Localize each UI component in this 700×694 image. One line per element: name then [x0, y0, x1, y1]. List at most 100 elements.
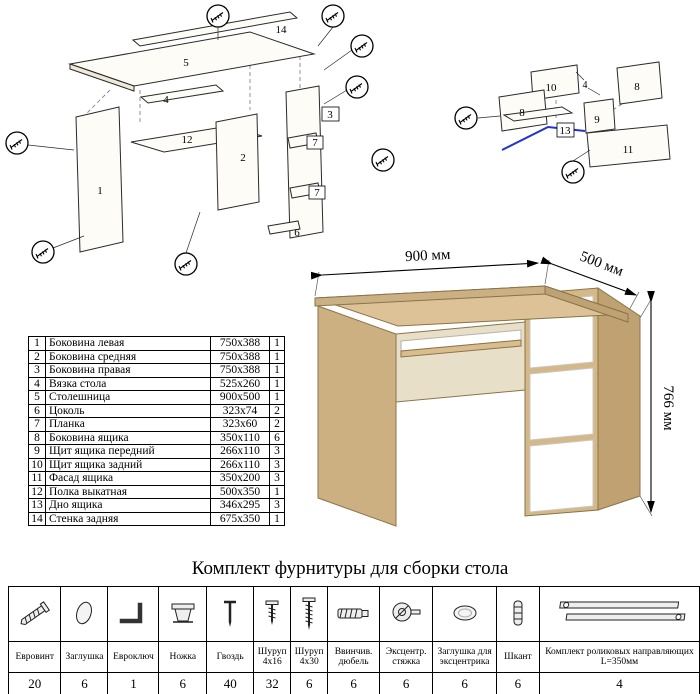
part-label-5: 5 — [183, 57, 189, 69]
euroscrew-icon — [20, 601, 50, 626]
hexkey-icon — [120, 602, 143, 624]
screw-4x16-icon — [265, 600, 279, 625]
part-drawer-facade — [586, 124, 671, 168]
exploded-diagrams: 14 5 4 12 2 1 3 7 7 6 — [0, 0, 671, 312]
hardware-qty: 6 — [432, 672, 497, 694]
part-label-10: 10 — [546, 82, 558, 94]
part-label-12: 12 — [182, 134, 193, 146]
part-left-panel — [75, 106, 124, 253]
part-label-11: 11 — [623, 144, 634, 156]
fastener-callout — [32, 241, 54, 263]
hardware-name: Заглушка — [60, 641, 109, 673]
part-label-4: 4 — [163, 94, 169, 106]
hardware-qty: 20 — [7, 672, 62, 694]
dim-arrow-depth — [540, 256, 638, 296]
part-back-wall — [131, 11, 299, 47]
dim-label-width: 900 мм — [405, 247, 452, 265]
drawer-front-3 — [529, 439, 594, 513]
hardware-qty: 6 — [290, 672, 329, 694]
fastener-callout — [6, 132, 28, 154]
hardware-name: Ввинчив. дюбель — [327, 641, 380, 673]
part-label-3: 3 — [327, 109, 333, 121]
part-label-1: 1 — [97, 185, 103, 197]
hardware-name: Ножка — [158, 641, 208, 673]
dim-label-depth: 500 мм — [577, 249, 625, 280]
part-drawer-side-left — [498, 89, 548, 132]
part-label-2: 2 — [240, 152, 246, 164]
part-drawer-front — [583, 98, 616, 134]
nail-icon — [224, 600, 237, 627]
fastener-callout — [351, 35, 373, 57]
hardware-name: Евроключ — [107, 641, 160, 673]
part-label-8b: 8 — [519, 107, 525, 119]
part-label-7b: 7 — [314, 187, 320, 199]
desk-render: 900 мм 500 мм 766 мм — [310, 247, 676, 527]
dim-arrow-width — [310, 259, 540, 280]
dim-label-height: 766 мм — [660, 385, 676, 431]
part-label-7a: 7 — [312, 137, 318, 149]
part-label-9: 9 — [594, 114, 600, 126]
fastener-callout — [372, 149, 394, 171]
hardware-icons-row — [7, 586, 700, 642]
fastener-callout — [207, 5, 229, 27]
part-drawer-side-right — [616, 61, 663, 105]
part-plinth — [267, 220, 301, 235]
part-label-6: 6 — [294, 227, 300, 239]
hardware-name: Шкант — [495, 641, 540, 673]
hardware-qty: 4 — [538, 672, 700, 694]
part-label-8a: 8 — [634, 81, 640, 93]
fastener-callout — [562, 161, 584, 183]
drawer-front-2 — [529, 367, 594, 441]
hardware-qty: 6 — [158, 672, 208, 694]
hardware-table: Евровинт Заглушка Евроключ Ножка Гвоздь … — [7, 586, 700, 694]
hardware-qty: 1 — [107, 672, 160, 694]
hardware-qty: 6 — [378, 672, 434, 694]
fastener-callout — [455, 107, 477, 129]
hardware-name: Шуруп 4х16 — [253, 641, 292, 673]
hardware-qty-row: 20 6 1 6 40 32 6 6 6 6 6 4 — [7, 672, 700, 694]
part-label-13: 13 — [560, 125, 572, 137]
desk-right-panel — [597, 287, 641, 511]
eccentric-cap-icon — [453, 605, 477, 621]
hardware-name: Заглушка для эксцентрика — [432, 641, 497, 673]
part-drawer-bottom — [502, 106, 574, 122]
hardware-qty: 32 — [253, 672, 292, 694]
hardware-name: Гвоздь — [206, 641, 255, 673]
desk-left-panel — [317, 305, 397, 527]
plug-icon — [76, 601, 93, 625]
hardware-qty: 6 — [60, 672, 109, 694]
drawer-slides-icon — [559, 601, 686, 621]
hardware-name: Комплект роликовых направляющих L=350мм — [538, 641, 700, 673]
part-rail — [139, 84, 225, 104]
part-label-4r: 4 — [583, 80, 588, 91]
screw-4x30-icon — [302, 597, 316, 630]
fastener-callout — [322, 5, 344, 27]
part-middle-panel — [215, 113, 260, 211]
hardware-title: Комплект фурнитуры для сборки стола — [191, 558, 509, 579]
hardware-name: Шуруп 4х30 — [290, 641, 329, 673]
hardware-names-row: Евровинт Заглушка Евроключ Ножка Гвоздь … — [7, 641, 700, 673]
part-label-14: 14 — [276, 24, 288, 36]
desk-exploded-diagram: 14 5 4 12 2 1 3 7 7 6 — [6, 5, 394, 275]
drawer-exploded-diagram: 10 8 8 9 13 11 4 — [455, 61, 671, 183]
hardware-qty: 40 — [206, 672, 255, 694]
fastener-callout — [346, 76, 368, 98]
wood-dowel-icon — [513, 600, 523, 626]
hardware-name: Эксцентр. стяжка — [378, 641, 434, 673]
part-right-panel — [285, 85, 324, 239]
fastener-callout — [175, 253, 197, 275]
